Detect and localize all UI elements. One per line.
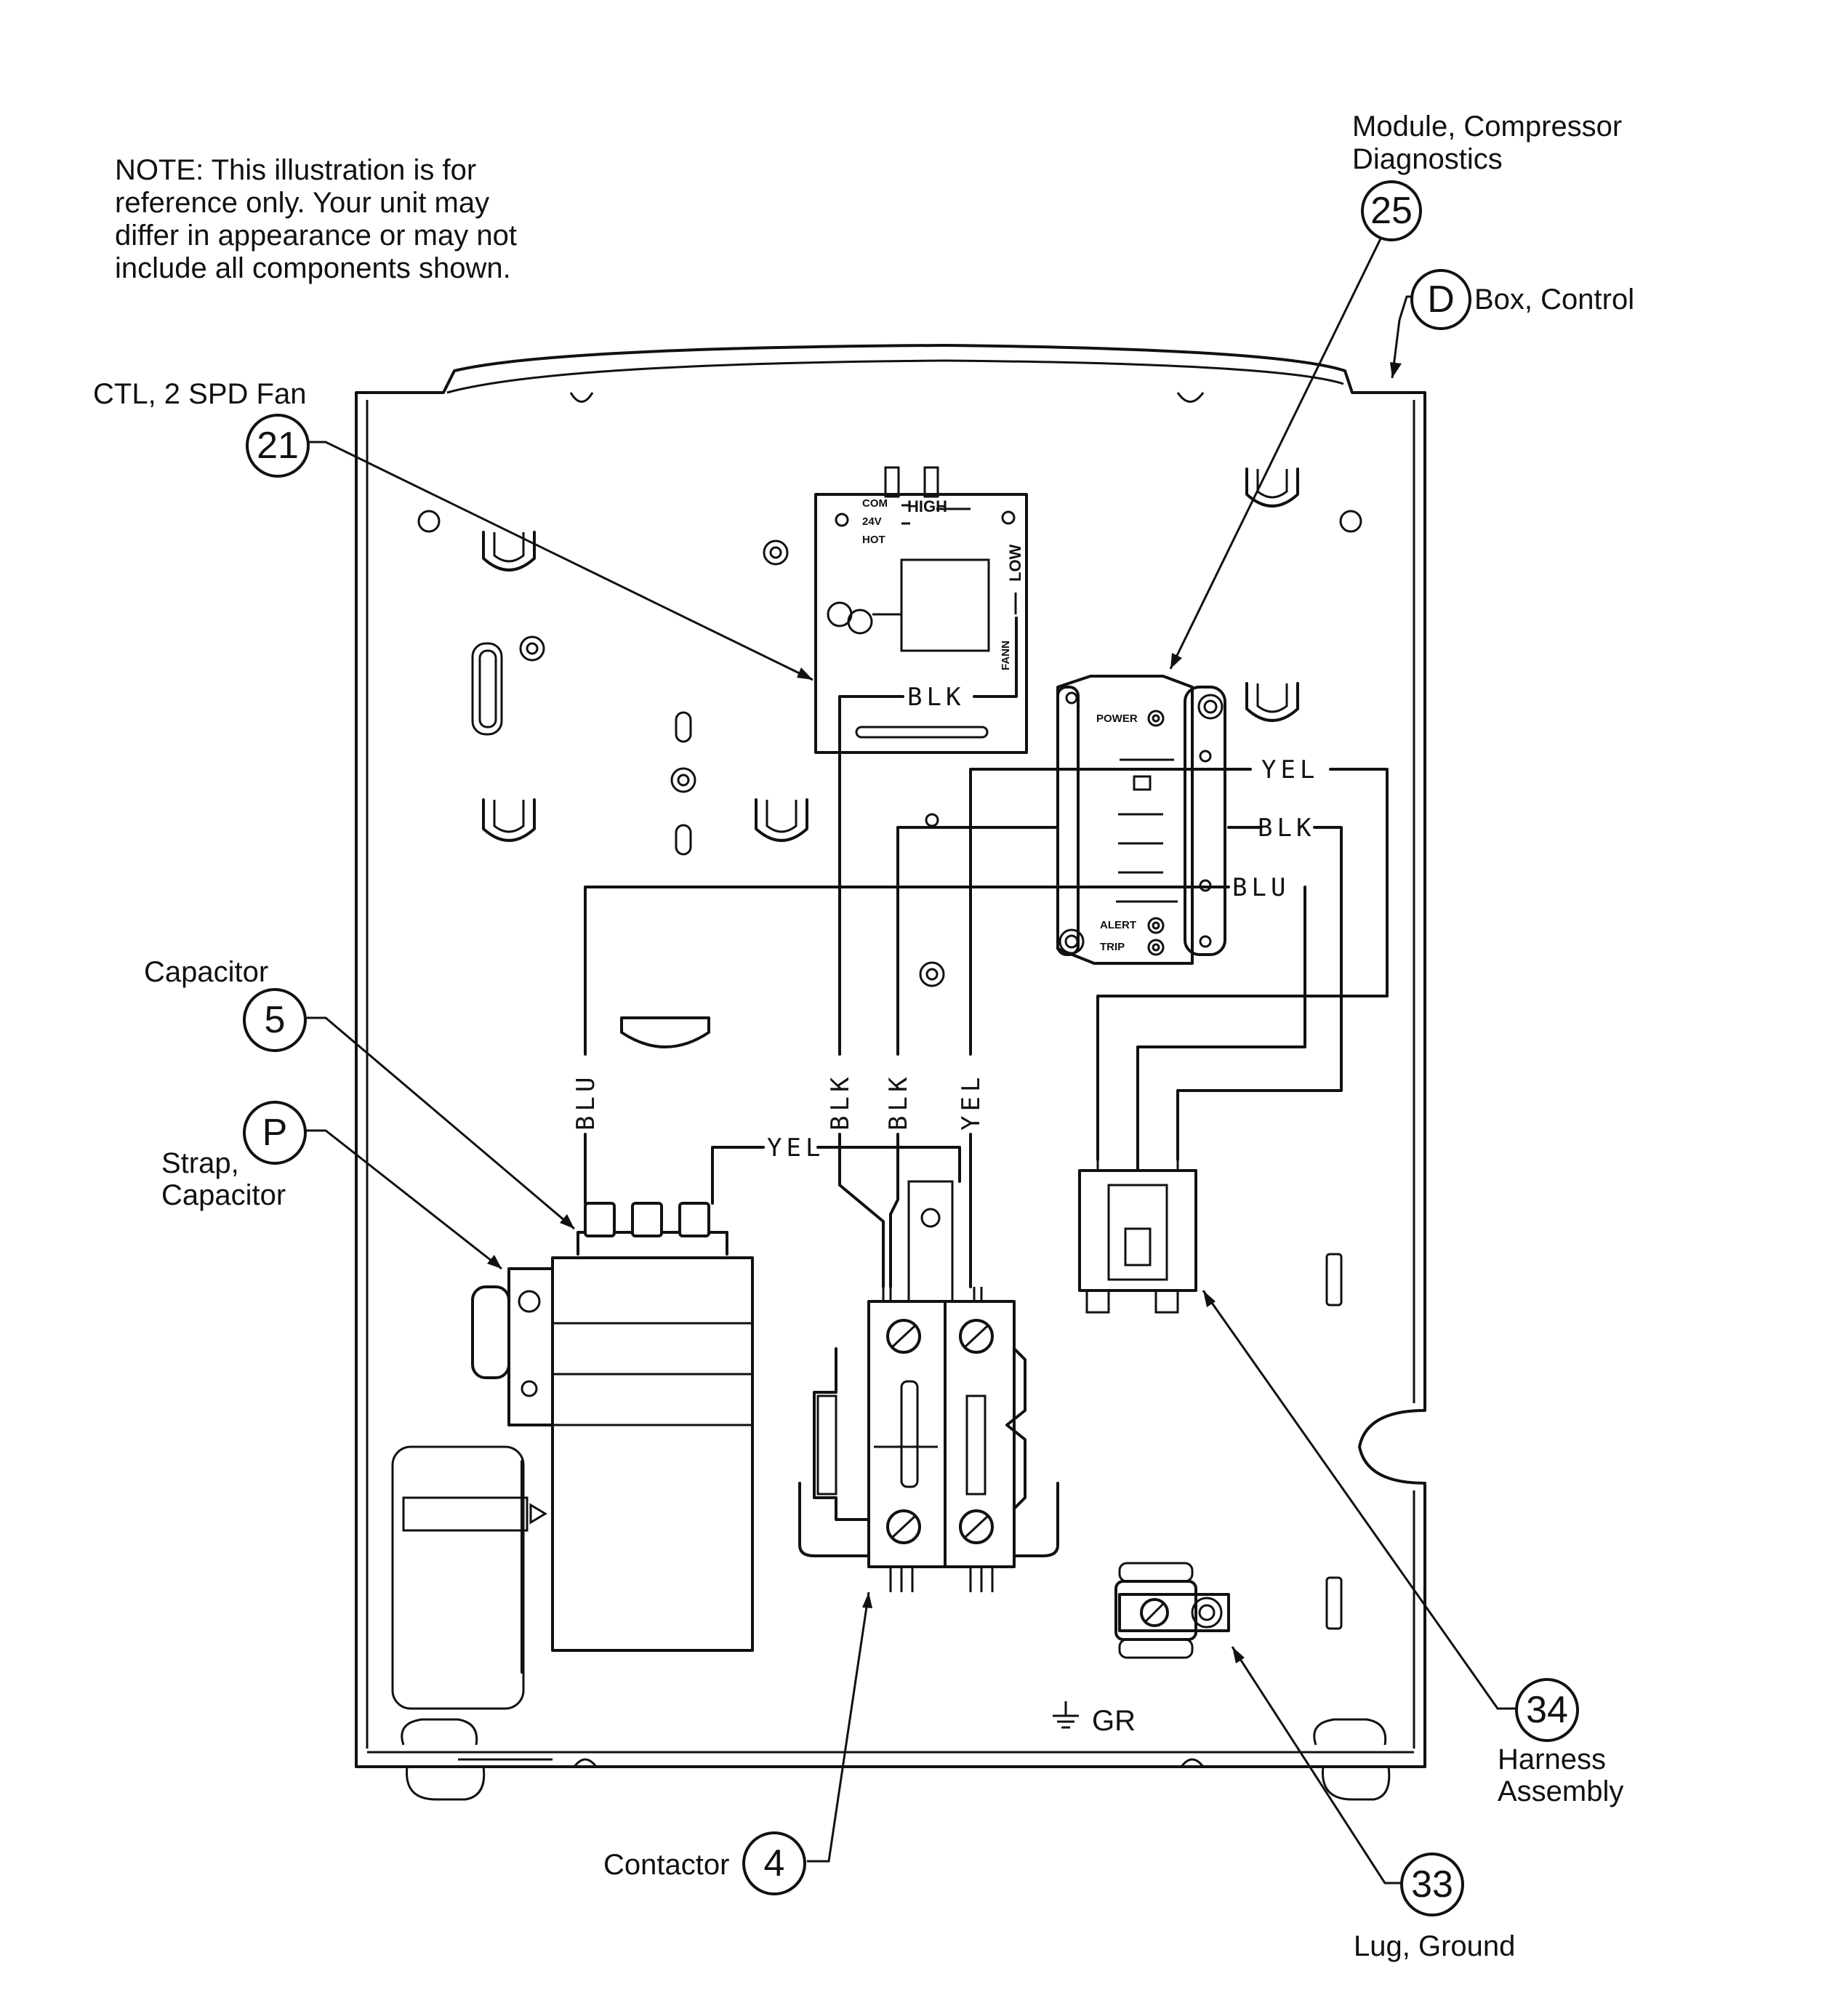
wire-label-blu-module: BLU [1232,873,1290,902]
callout-5-number: 5 [265,999,286,1041]
module-trip-label: TRIP [1100,941,1125,953]
wire-label-yel-vertical: YEL [957,1073,986,1131]
callout-21-number: 21 [257,425,299,467]
callout-33: 33 Lug, Ground [1354,1853,1515,1962]
callout-5-label: Capacitor [144,956,268,988]
capacitor [391,1202,754,1710]
callout-p-number: P [262,1112,288,1154]
board-hot-label: HOT [862,534,885,546]
callout-4-label: Contactor [603,1849,729,1881]
fan-control-board: COM 24V HOT HIGH LOW FANN [814,466,1028,754]
module-power-label: POWER [1096,713,1138,725]
callout-21-label: CTL, 2 SPD Fan [93,378,306,410]
callout-d: D Box, Control [1410,269,1634,330]
contactor [798,1180,1059,1592]
callout-25-label-2: Diagnostics [1352,143,1503,175]
wire-label-blu-vertical: BLU [571,1073,600,1131]
callout-5: Capacitor 5 [144,956,307,1052]
callout-p-label-2: Capacitor [161,1179,286,1211]
note-line-1: NOTE: This illustration is for [115,154,476,186]
wire-label-blk-board: BLK [907,683,965,712]
callout-d-label: Box, Control [1474,284,1634,316]
callout-25-label-1: Module, Compressor [1352,111,1622,143]
board-com-label: COM [862,497,888,510]
callout-25-number: 25 [1370,190,1413,232]
wire-label-yel-module: YEL [1261,755,1319,784]
wire-label-blk-vertical-2: BLK [884,1073,913,1131]
callout-34-label-2: Assembly [1498,1775,1623,1807]
ground-lug [1114,1562,1230,1659]
compressor-diagnostics-module: POWER ALERT TRIP [1056,675,1226,965]
wire-label-blk-module: BLK [1258,814,1315,843]
board-low-label: LOW [1006,544,1024,582]
wire-label-yel-capacitor: YEL [767,1133,824,1163]
callout-25: Module, Compressor Diagnostics 25 [1352,111,1622,241]
callout-d-number: D [1427,278,1455,321]
leader-lines [305,225,1516,1884]
ground-symbol: GR [1053,1701,1136,1737]
board-fan-label: FANN [1000,641,1012,670]
callout-21: CTL, 2 SPD Fan 21 [93,378,310,478]
callout-4-number: 4 [764,1842,785,1884]
note-line-3: differ in appearance or may not [115,220,517,252]
callout-34-number: 34 [1526,1689,1568,1731]
harness-assembly [1078,1160,1197,1314]
callout-p-label-1: Strap, [161,1147,239,1179]
callout-p: P Strap, Capacitor [161,1101,307,1211]
callout-33-number: 33 [1411,1863,1453,1906]
note-line-4: include all components shown. [115,252,511,284]
control-box-panel [355,344,1426,1801]
wire-label-blk-vertical-1: BLK [826,1073,855,1131]
callout-33-label: Lug, Ground [1354,1930,1515,1962]
ground-label: GR [1092,1705,1136,1737]
note-line-2: reference only. Your unit may [115,187,489,219]
wiring: BLK YEL BLK BLU YEL BLU BLK BLK YEL [571,617,1389,1288]
callout-4: Contactor 4 [603,1831,806,1895]
module-alert-label: ALERT [1100,919,1136,931]
callout-34-label-1: Harness [1498,1743,1606,1775]
board-24v-label: 24V [862,515,882,528]
note-text: NOTE: This illustration is for reference… [115,154,517,284]
panel-holes [417,467,1362,1630]
board-high-label: HIGH [907,497,947,515]
callout-34: 34 Harness Assembly [1498,1678,1623,1807]
